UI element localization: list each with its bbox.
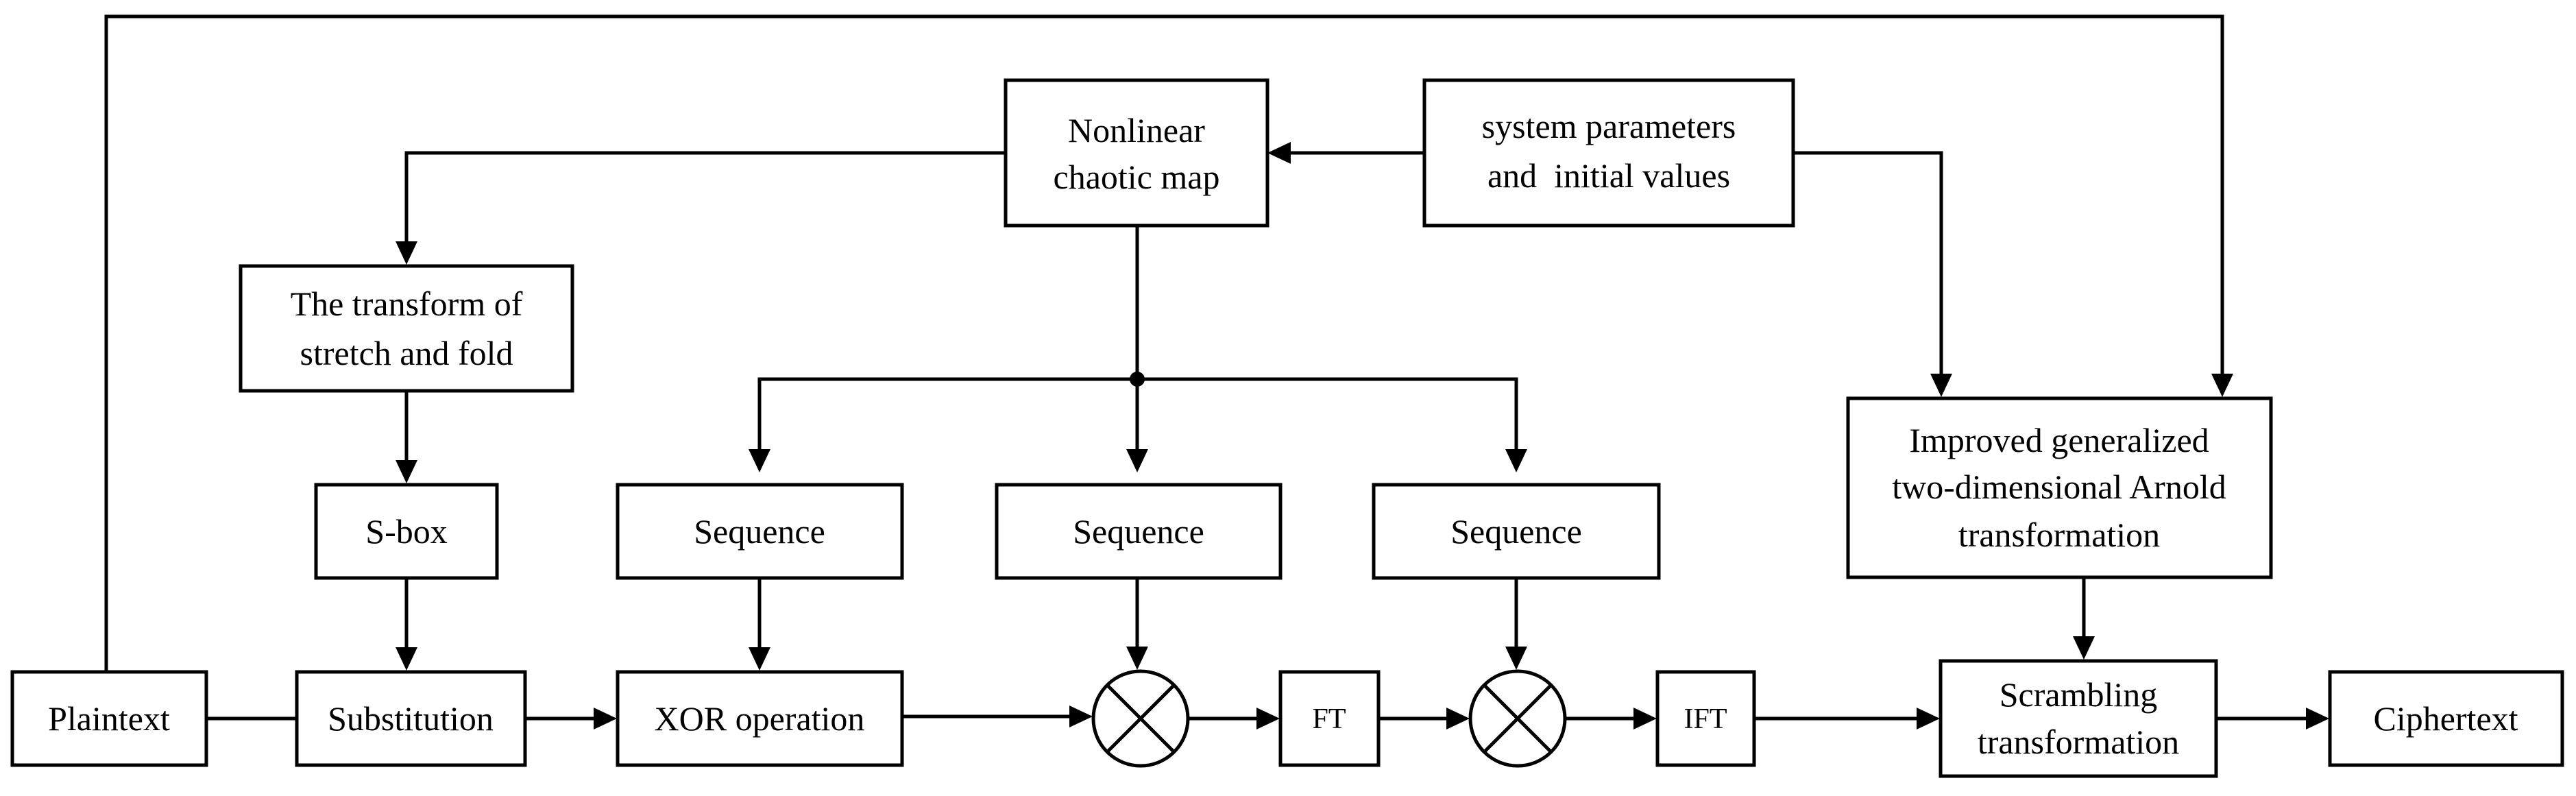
wire-chaotic-map-to-stretch-fold (404, 151, 1006, 241)
connectors (104, 14, 2329, 729)
arrowhead (1267, 142, 1291, 164)
arrowhead (594, 708, 617, 729)
node-scrambling-label-line-1: Scrambling (2000, 675, 2158, 714)
node-substitution: Substitution (295, 670, 527, 767)
arrowhead (1126, 647, 1148, 670)
node-ift: IFT (1655, 670, 1756, 767)
arrowhead (1505, 647, 1527, 670)
node-sbox: S-box (314, 483, 499, 580)
node-system-params-label-line-1: system parameters (1482, 107, 1736, 145)
arrowhead (1069, 705, 1093, 727)
node-xor-operation: XOR operation (616, 670, 904, 767)
node-arnold-label-line-2: two-dimensional Arnold (1892, 468, 2226, 506)
node-stretch-fold-label-line-2: stretch and fold (300, 334, 513, 372)
arrowhead (2211, 374, 2233, 397)
node-sequence-2-label: Sequence (1073, 512, 1204, 551)
node-scrambling-transformation: Scrambling transformation (1939, 659, 2218, 778)
node-ciphertext-label: Ciphertext (2373, 699, 2518, 738)
arrowhead (1126, 449, 1148, 472)
node-ft-label: FT (1312, 703, 1346, 735)
arrowhead (2073, 636, 2095, 660)
node-sequence-3-label: Sequence (1450, 512, 1582, 551)
node-sequence-1-label: Sequence (694, 512, 825, 551)
multiply-operator-2 (1468, 669, 1567, 768)
arrowhead (1446, 708, 1470, 729)
multiply-2-cross-b (1483, 684, 1553, 753)
node-sbox-label: S-box (365, 512, 447, 551)
node-stretch-and-fold: The transform of stretch and fold (239, 264, 574, 393)
node-improved-arnold-transformation: Improved generalized two-dimensional Arn… (1846, 396, 2273, 579)
node-sequence-1: Sequence (616, 483, 904, 580)
arrowhead (1930, 374, 1952, 397)
node-plaintext: Plaintext (10, 670, 208, 767)
node-ciphertext: Ciphertext (2328, 670, 2564, 767)
node-ft: FT (1278, 670, 1381, 767)
arrowhead (1917, 708, 1940, 729)
node-arnold-label-line-1: Improved generalized (1909, 421, 2209, 459)
node-ift-label: IFT (1684, 703, 1727, 735)
multiply-operator-1 (1091, 669, 1190, 768)
node-xor-label: XOR operation (655, 699, 865, 738)
arrowhead (396, 460, 417, 483)
node-substitution-label: Substitution (328, 699, 494, 738)
arrowhead (396, 241, 417, 265)
wire-params-to-arnold (1793, 151, 1943, 374)
node-sequence-3: Sequence (1372, 483, 1661, 580)
node-stretch-fold-label-line-1: The transform of (291, 285, 523, 323)
node-scrambling-label-line-2: transformation (1978, 723, 2179, 761)
node-chaotic-map-label-line-1: Nonlinear (1068, 111, 1205, 149)
node-nonlinear-chaotic-map: Nonlinear chaotic map (1004, 78, 1269, 228)
node-system-parameters: system parameters and initial values (1422, 78, 1795, 228)
node-chaotic-map-label-line-2: chaotic map (1054, 158, 1220, 196)
arrowhead (749, 647, 770, 671)
arrowhead (396, 647, 417, 671)
wire-plaintext-to-arnold (104, 14, 2224, 672)
arrowhead (1505, 449, 1527, 472)
arrowhead (2306, 708, 2329, 729)
node-system-params-label-line-2: and initial values (1487, 156, 1730, 195)
node-plaintext-label: Plaintext (48, 699, 170, 738)
multiply-1-cross-b (1106, 684, 1176, 753)
node-sequence-2: Sequence (995, 483, 1283, 580)
arrowhead (1256, 708, 1280, 729)
node-arnold-label-line-3: transformation (1958, 516, 2160, 554)
arrowhead (1633, 708, 1657, 729)
arrowhead (749, 449, 770, 472)
